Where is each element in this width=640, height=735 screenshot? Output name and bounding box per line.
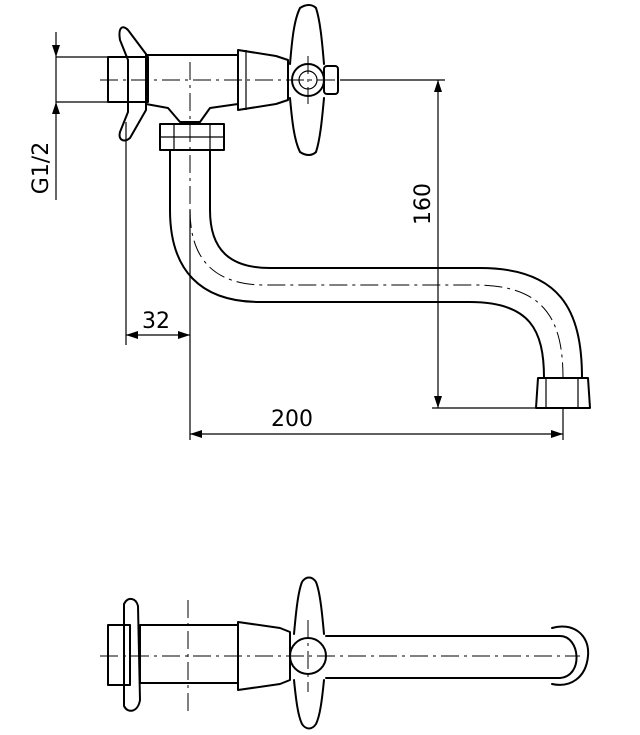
top-view: [100, 576, 590, 730]
side-view: [100, 4, 591, 409]
valve-bonnet: [237, 49, 289, 111]
dimension-lines: [52, 32, 564, 440]
top-spout: [325, 635, 578, 679]
spout-outer: [169, 149, 545, 379]
top-valve-bonnet: [237, 621, 291, 691]
top-valve-body: [139, 624, 239, 684]
spout-reach-label: 200: [271, 407, 313, 432]
spout-inner: [209, 149, 583, 379]
wall-flange: [118, 26, 147, 142]
top-thread-connector: [107, 624, 131, 686]
aerator: [535, 377, 591, 409]
valve-body: [145, 54, 239, 123]
spout-height-label: 160: [411, 183, 436, 225]
swivel-nut: [159, 123, 225, 151]
thread-size-label: G1/2: [29, 142, 54, 194]
top-aerator: [551, 625, 590, 686]
dimension-labels: G1/2 32 200 160: [29, 142, 436, 432]
top-wall-flange: [123, 598, 141, 712]
wall-offset-label: 32: [142, 309, 170, 334]
